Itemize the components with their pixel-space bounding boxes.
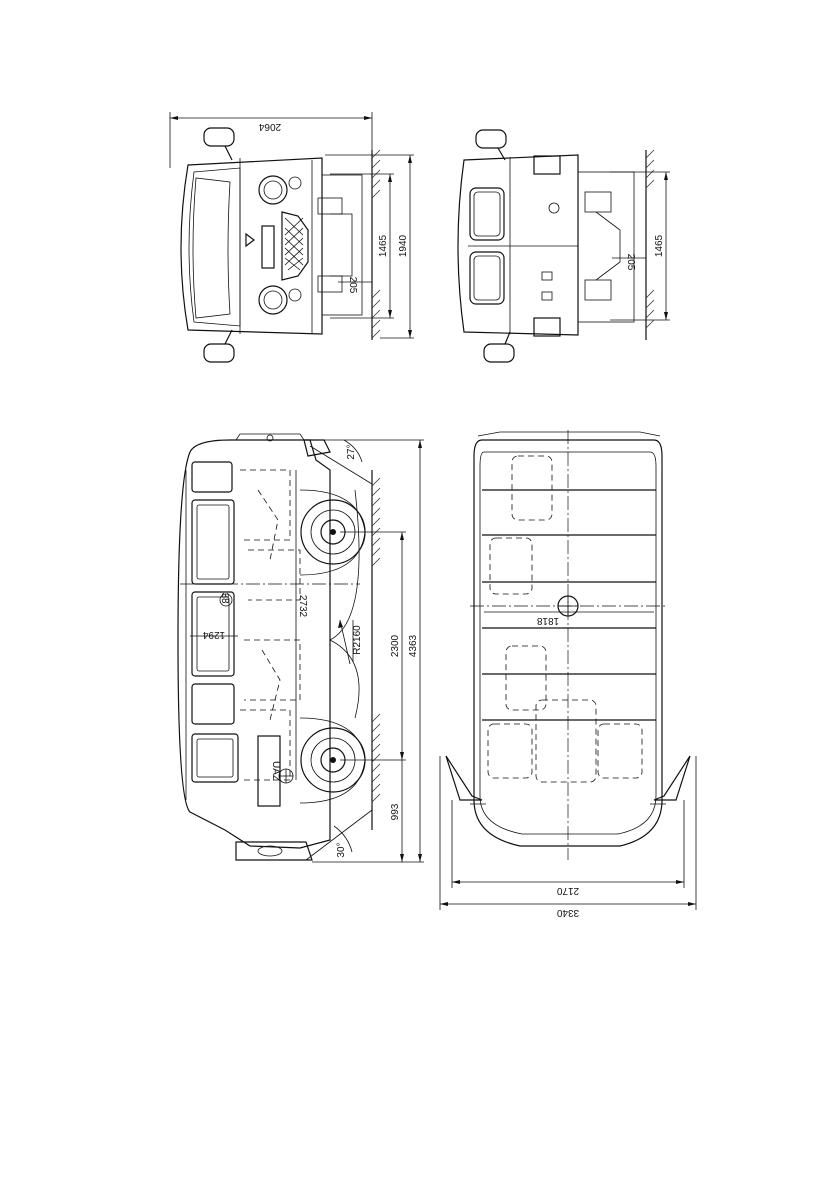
- front-view: 2064 205: [170, 112, 414, 362]
- front-track-label: 1465: [378, 234, 389, 257]
- departure-angle-label: 30°: [336, 842, 347, 857]
- overall-width-doors-label: 3340: [556, 907, 579, 918]
- overall-length-label: 4363: [408, 634, 419, 657]
- wheelbase-label: 2300: [390, 634, 401, 657]
- small-callout-label: 38: [219, 592, 230, 604]
- approach-angle-label: 27°: [346, 444, 357, 459]
- window-width-label: 1294: [202, 629, 225, 640]
- rear-overhang-label: 993: [390, 803, 401, 820]
- side-view: 2732 1294 38 UAZ: [178, 434, 424, 862]
- roof-inner-width-label: 1818: [536, 615, 559, 626]
- front-ground-clearance-label: 205: [347, 277, 358, 294]
- rear-ground-clearance-label: 205: [625, 254, 636, 271]
- interior-length-label: 2732: [297, 595, 308, 618]
- top-view: 1818 2170 3340: [440, 430, 696, 918]
- overall-width-label: 2064: [258, 121, 281, 132]
- rear-view: 205 1465: [458, 130, 670, 362]
- turning-radius-label: R2160: [352, 625, 363, 655]
- width-doors-open-label: 2170: [556, 885, 579, 896]
- rear-track-label: 1465: [654, 234, 665, 257]
- height-label: 1940: [398, 234, 409, 257]
